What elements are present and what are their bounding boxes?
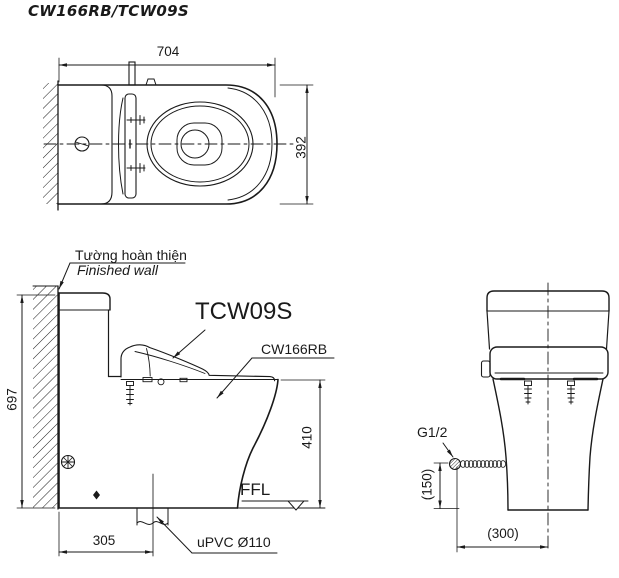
water-supply-connector	[448, 457, 462, 471]
front-view-drawing	[433, 282, 610, 553]
drain-pipe	[136, 507, 169, 526]
outlet-offset-dimension: 305	[92, 533, 116, 548]
hinge-bolt	[126, 115, 146, 125]
drawing-title: CW166RB/TCW09S	[28, 2, 189, 20]
seat-nozzle	[567, 380, 575, 405]
supply-hose-coil	[460, 460, 507, 468]
supply-thread-label: G1/2	[417, 424, 448, 440]
level-symbol	[286, 500, 306, 511]
plan-view-drawing	[43, 57, 314, 211]
plan-width-dimension: 704	[156, 44, 180, 59]
wall-hatch	[43, 83, 58, 204]
washlet-seat-profile	[120, 344, 276, 386]
plan-depth-dimension: 392	[293, 136, 309, 159]
supply-offset-dimension: (300)	[487, 526, 519, 541]
total-height-dimension: 697	[4, 388, 20, 411]
floor-level-label: FFL	[240, 480, 271, 499]
hinge-bolt	[126, 163, 146, 173]
seat-side-button	[480, 360, 491, 378]
wall-hatch	[33, 286, 58, 508]
rim-height-dimension: 410	[299, 426, 315, 449]
plan-view-lines	[43, 57, 314, 211]
finished-wall-label-vi: Tường hoàn thiện	[75, 247, 187, 263]
side-view-drawing	[16, 262, 335, 557]
supply-height-dimension: (150)	[419, 468, 435, 501]
finished-wall-label-en: Finished wall	[77, 262, 158, 278]
fixing-point-marker	[93, 490, 100, 500]
side-view-lines	[16, 262, 335, 557]
seat-nozzle	[524, 380, 532, 405]
shutoff-valve	[60, 454, 76, 470]
water-inlet-pipe	[128, 61, 136, 86]
bowl-model-label: CW166RB	[261, 341, 328, 357]
seat-model-label: TCW09S	[195, 298, 293, 325]
front-view-lines	[433, 282, 610, 553]
drain-pipe-label: uPVC Ø110	[197, 534, 271, 550]
seat-nozzle	[126, 381, 134, 406]
